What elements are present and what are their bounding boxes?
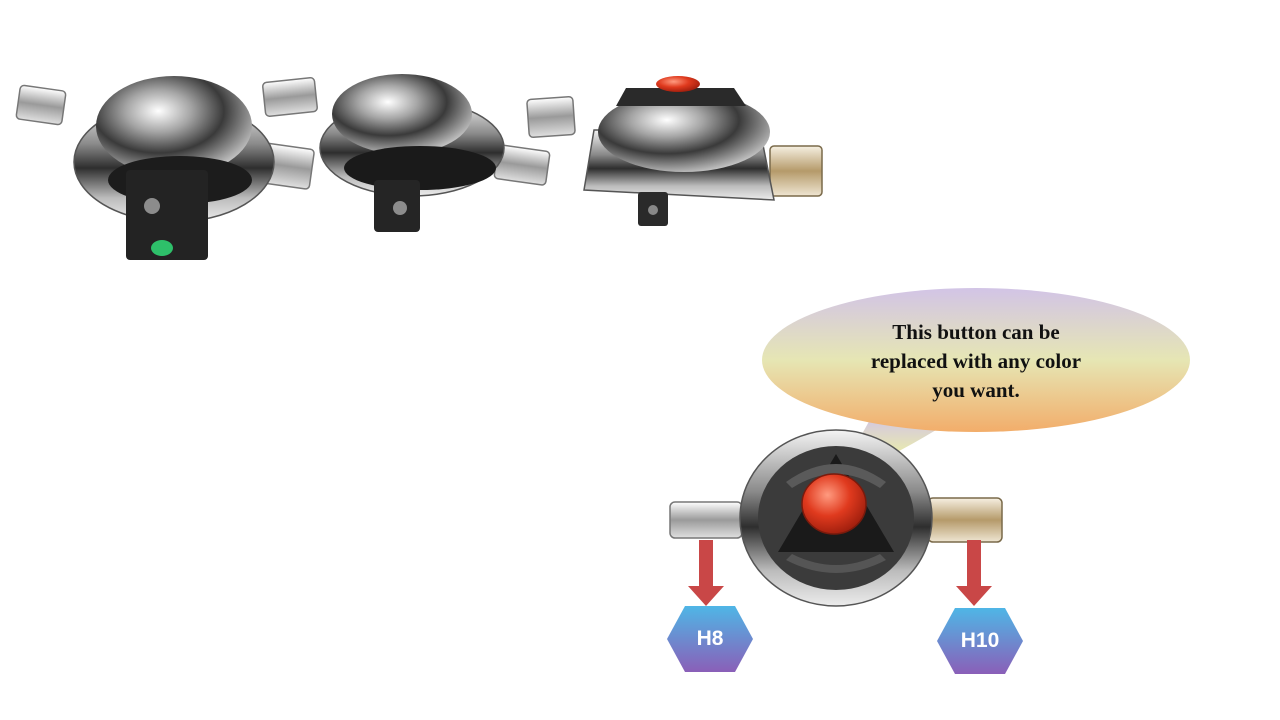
callout-text: This button can be replaced with any col… — [870, 320, 1082, 402]
ratchet-head-top-view-icon — [669, 429, 1003, 607]
down-arrow-left-icon — [688, 540, 724, 606]
hex-label-h10: H10 — [960, 629, 1000, 652]
down-arrow-right-icon — [956, 540, 992, 606]
ratchet-head-green-indicator-icon — [15, 76, 315, 260]
hexagon-h10-icon — [937, 608, 1023, 674]
ratchet-head-red-button-icon — [526, 76, 823, 226]
ratchet-head-black-icon — [262, 74, 551, 232]
hex-label-h8: H8 — [696, 627, 724, 650]
hexagon-h8-icon — [667, 606, 753, 672]
